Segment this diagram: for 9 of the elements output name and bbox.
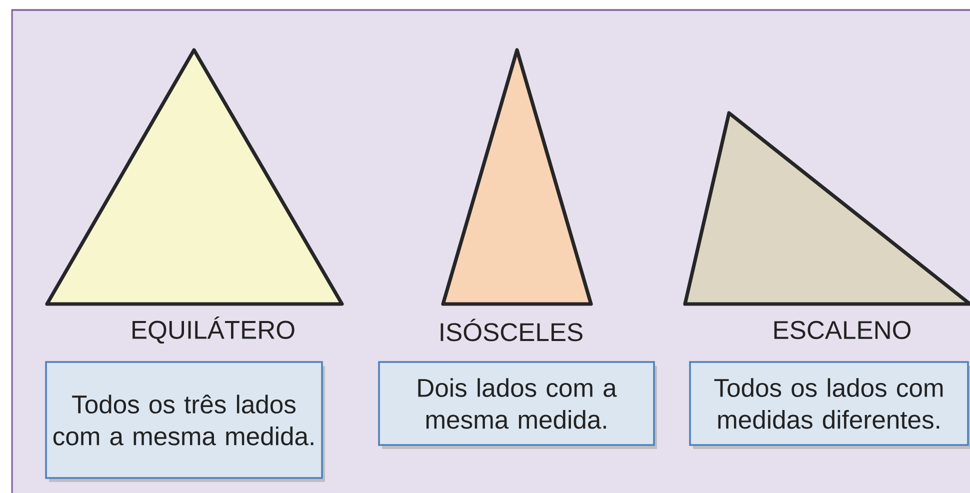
- description-box: Todos os três lados com a mesma medida.: [45, 361, 323, 479]
- description-box: Dois lados com a mesma medida.: [378, 361, 655, 446]
- triangle-label: EQUILÁTERO: [132, 316, 294, 344]
- triangle: [441, 48, 593, 306]
- triangle-label: ESCALENO: [774, 320, 911, 340]
- triangle: [683, 111, 970, 306]
- triangle: [45, 48, 344, 306]
- description-box: Todos os lados com medidas diferentes.: [689, 361, 969, 446]
- triangle-label: ISÓSCELES: [440, 318, 582, 342]
